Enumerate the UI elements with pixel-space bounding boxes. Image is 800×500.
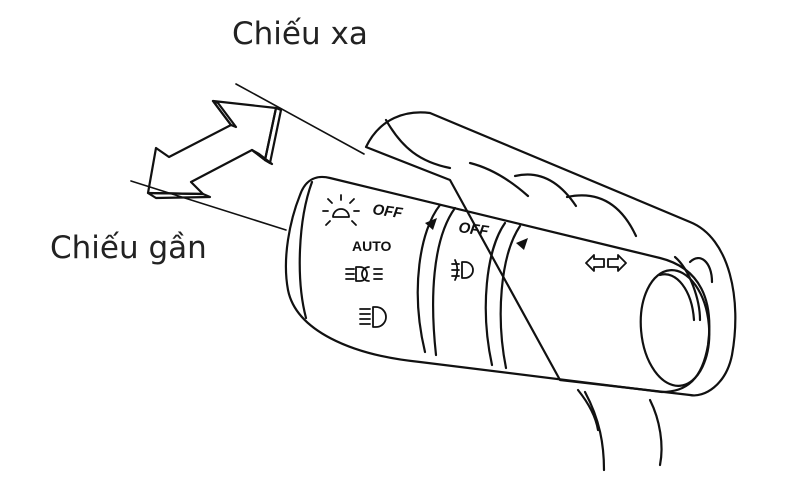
lever-end-edge bbox=[298, 180, 314, 320]
lever-rear-housing bbox=[364, 111, 737, 397]
inner-off-label: OFF bbox=[457, 219, 490, 240]
headlight-icon bbox=[359, 306, 387, 328]
high-beam-label: Chiếu xa bbox=[232, 16, 368, 52]
parking-light-icon bbox=[345, 266, 383, 282]
outer-ring-edge bbox=[416, 203, 442, 354]
turn-signal-arrows-icon bbox=[585, 254, 627, 272]
double-arrow-icon bbox=[146, 99, 283, 200]
inner-ring-edge bbox=[484, 221, 507, 367]
sun-icon bbox=[322, 194, 360, 226]
lower-guide-line bbox=[130, 180, 287, 231]
inner-ring-edge-2 bbox=[499, 224, 522, 370]
outer-ring-edge-inner bbox=[432, 206, 457, 357]
fog-light-icon bbox=[451, 259, 474, 281]
lever-stalk bbox=[576, 388, 663, 472]
outer-pointer-icon bbox=[425, 218, 437, 230]
outer-off-label: OFF bbox=[371, 201, 404, 222]
inner-pointer-icon bbox=[516, 238, 528, 250]
lever-body bbox=[284, 175, 711, 394]
auto-label: AUTO bbox=[352, 238, 392, 254]
upper-guide-line bbox=[235, 83, 365, 155]
low-beam-label: Chiếu gần bbox=[50, 230, 207, 266]
lever-tip bbox=[639, 269, 711, 387]
